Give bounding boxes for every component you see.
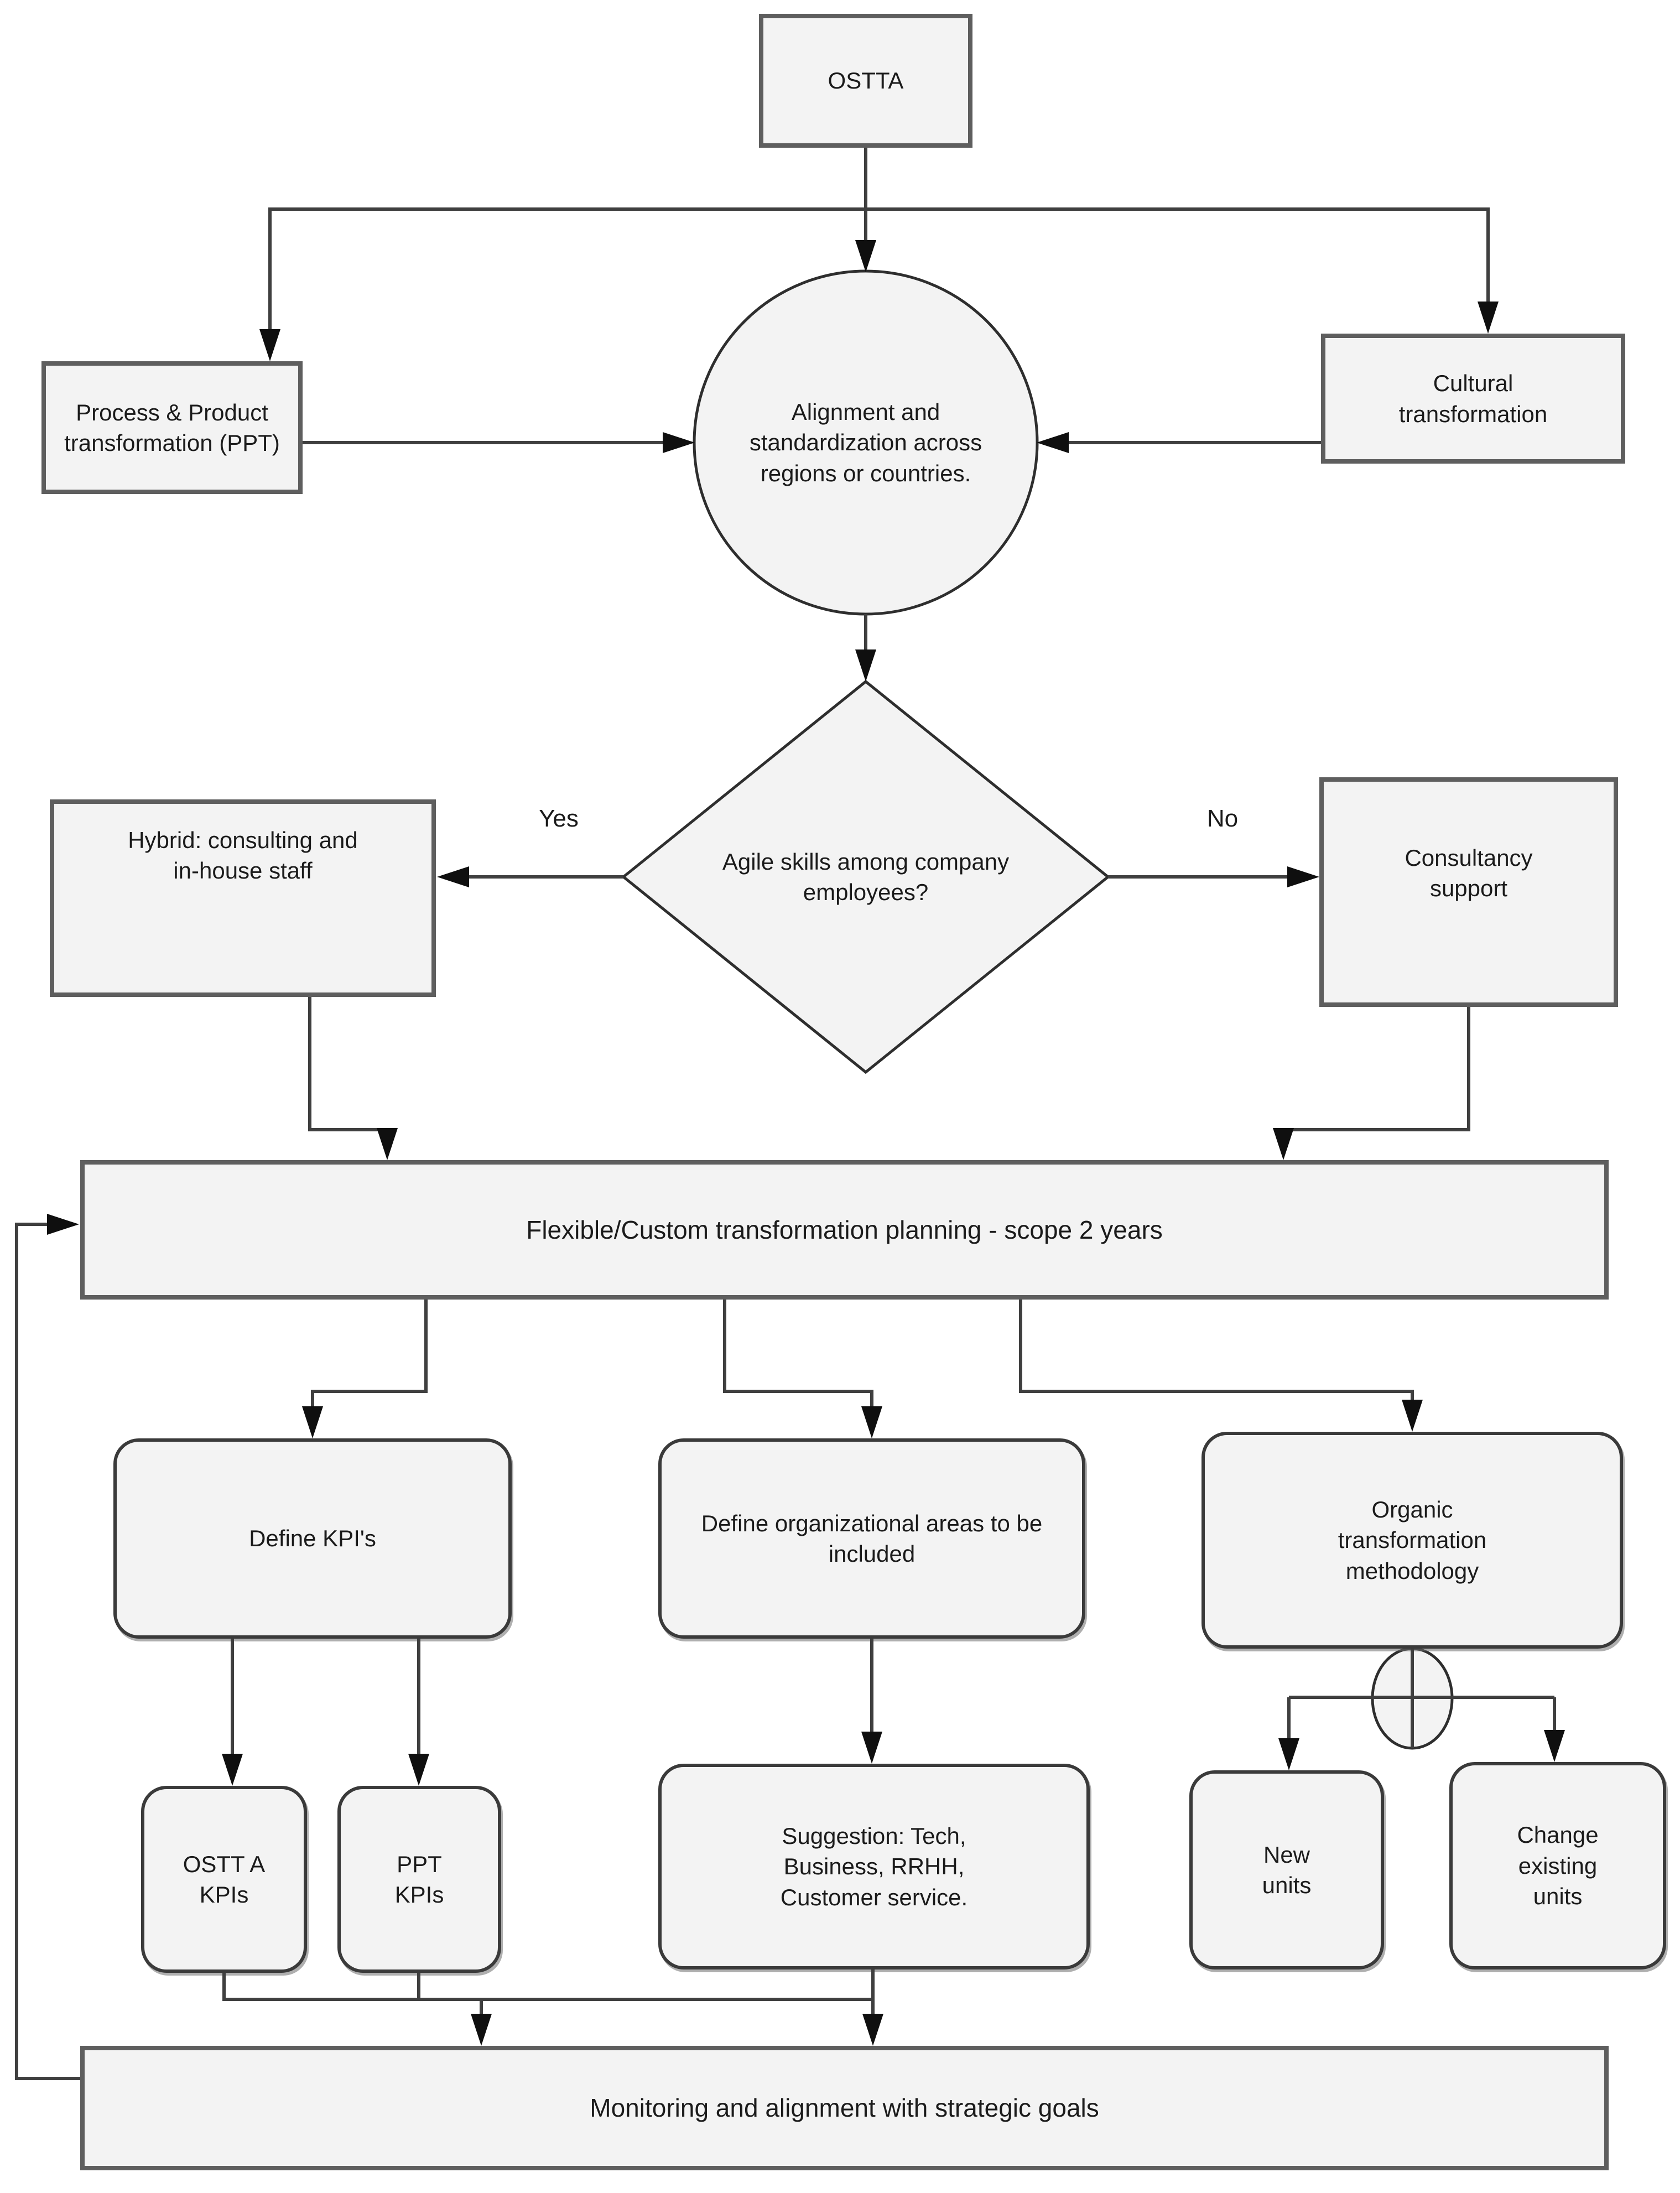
node-ppt-kpis: PPT KPIs: [337, 1786, 501, 1973]
alignment-circle-label: Alignment and standardization across reg…: [749, 398, 982, 486]
node-change-units: Change existing units: [1449, 1762, 1666, 1969]
edge-label-yes: Yes: [539, 805, 579, 832]
node-ppt-label: Process & Product transformation (PPT): [64, 399, 280, 456]
node-ostta-kpis: OSTT A KPIs: [141, 1786, 307, 1973]
node-cultural-transformation: Cultural transformation: [1321, 334, 1625, 464]
decision-diamond-label: Agile skills among company employees?: [722, 848, 1010, 905]
node-define-kpis: Define KPI's: [113, 1438, 512, 1639]
node-suggestion-label: Suggestion: Tech, Business, RRHH, Custom…: [780, 1822, 968, 1910]
edge-label-no: No: [1206, 805, 1239, 832]
node-hybrid-label: Hybrid: consulting and in-house staff: [128, 827, 358, 884]
node-ppt-kpis-label: PPT KPIs: [394, 1851, 444, 1908]
node-hybrid: Hybrid: consulting and in-house staff: [50, 799, 436, 997]
node-planning-label: Flexible/Custom transformation planning …: [526, 1215, 1163, 1244]
node-process-product-transformation: Process & Product transformation (PPT): [41, 361, 303, 494]
node-ostta-label: OSTTA: [828, 67, 904, 94]
node-define-areas-label: Define organizational areas to be includ…: [701, 1510, 1043, 1567]
node-suggestion: Suggestion: Tech, Business, RRHH, Custom…: [658, 1764, 1090, 1969]
node-define-areas: Define organizational areas to be includ…: [658, 1438, 1085, 1639]
node-organic-methodology: Organic transformation methodology: [1202, 1432, 1623, 1649]
node-consultancy-support: Consultancy support: [1319, 777, 1618, 1007]
node-organic-label: Organic transformation methodology: [1338, 1496, 1487, 1584]
node-ostta-kpis-label: OSTT A KPIs: [183, 1851, 266, 1908]
or-junction-icon: [1371, 1647, 1454, 1750]
node-monitoring-label: Monitoring and alignment with strategic …: [590, 2093, 1099, 2123]
node-planning-bar: Flexible/Custom transformation planning …: [80, 1160, 1609, 1300]
node-monitoring-bar: Monitoring and alignment with strategic …: [80, 2046, 1609, 2170]
node-new-units: New units: [1189, 1770, 1384, 1969]
node-change-units-label: Change existing units: [1517, 1822, 1599, 1910]
node-new-units-label: New units: [1262, 1841, 1312, 1898]
node-consultancy-label: Consultancy support: [1405, 845, 1533, 902]
node-ostta: OSTTA: [759, 14, 972, 148]
node-define-kpis-label: Define KPI's: [249, 1525, 376, 1552]
node-cultural-label: Cultural transformation: [1398, 370, 1548, 427]
